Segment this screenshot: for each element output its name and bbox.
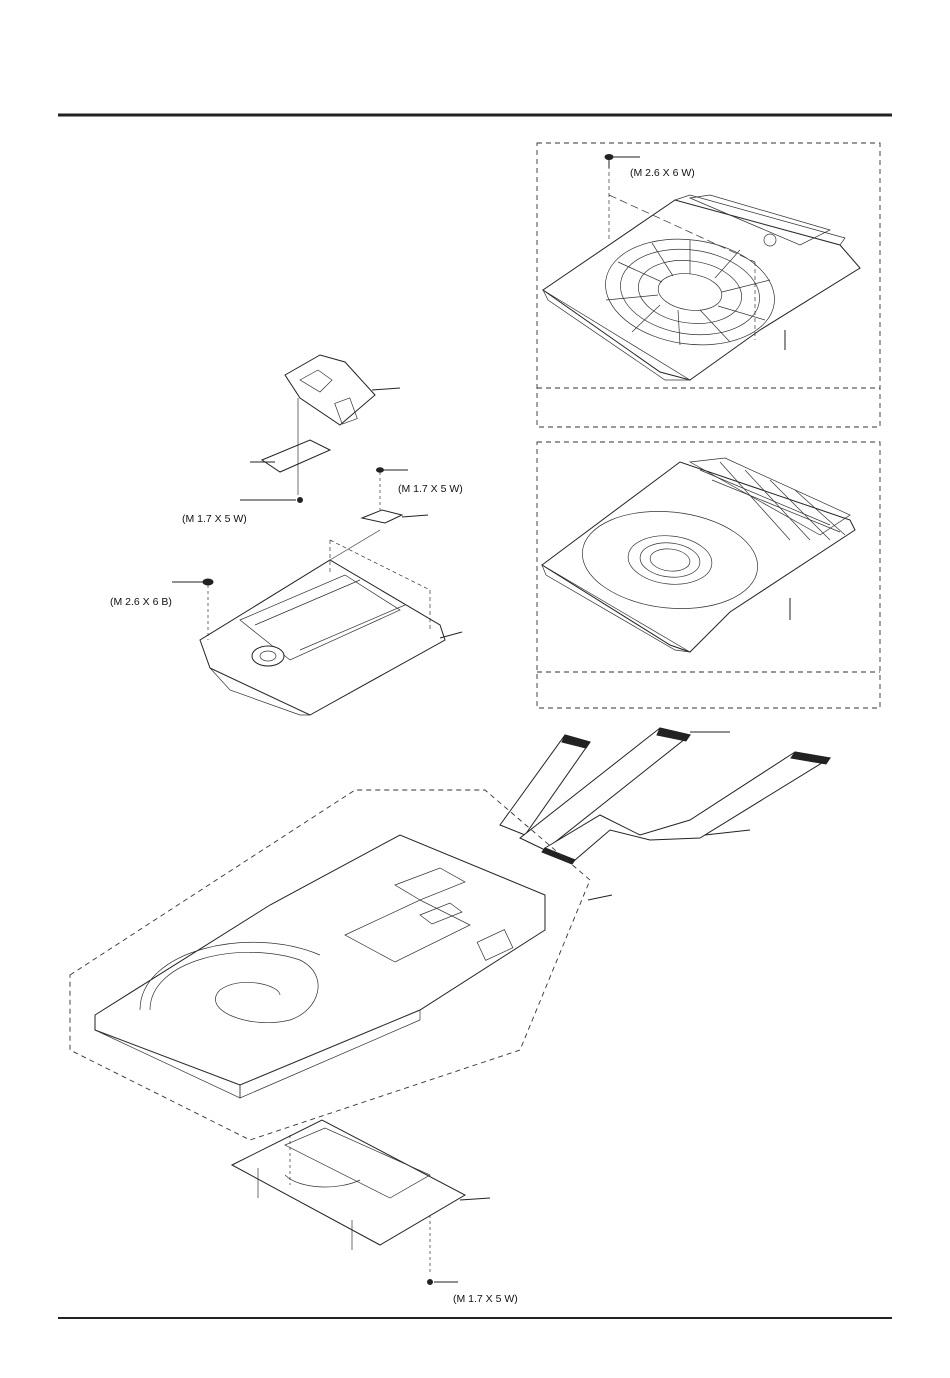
screw-icon — [203, 579, 213, 640]
screw-label-pickup-right: (M 1.7 X 5 W) — [398, 483, 463, 495]
flat-cables — [500, 728, 830, 864]
pickup-assembly: (M 1.7 X 5 W) (M 1.7 X 5 W) — [182, 355, 463, 525]
screw-icon — [428, 1280, 433, 1285]
screw-label-tray-top: (M 2.6 X 6 W) — [630, 167, 695, 179]
tray-group-lower — [537, 442, 880, 708]
screw-label-deck-left: (M 2.6 X 6 B) — [110, 596, 172, 608]
screw-icon — [605, 155, 613, 169]
screw-icon — [377, 468, 384, 510]
bottom-plate: (M 1.7 X 5 W) — [232, 1120, 518, 1305]
screw-label-bottom-plate: (M 1.7 X 5 W) — [453, 1293, 518, 1305]
screw-label-pickup-left: (M 1.7 X 5 W) — [182, 513, 247, 525]
screw-icon — [298, 498, 303, 503]
tray-group-upper: (M 2.6 X 6 W) — [537, 143, 880, 427]
deck-mechanism: (M 2.6 X 6 B) — [110, 530, 462, 715]
